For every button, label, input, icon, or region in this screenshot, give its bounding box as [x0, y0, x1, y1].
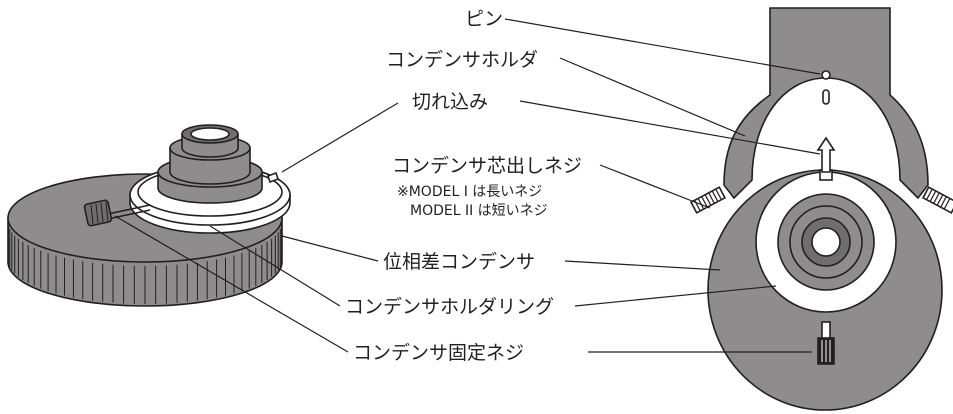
label-fixing-screw: コンデンサ固定ネジ	[353, 342, 524, 364]
label-note-model-1: ※MODEL I は長いネジ	[397, 184, 542, 200]
label-notch: 切れ込み	[412, 91, 488, 113]
up-arrow-icon	[816, 136, 836, 173]
condenser-aperture	[811, 227, 841, 257]
pin-dot	[821, 70, 831, 80]
left-spring-screw	[689, 186, 727, 214]
label-centering-screw: コンデンサ芯出しネジ	[392, 155, 582, 177]
label-holder-ring: コンデンサホルダリング	[345, 296, 554, 318]
label-condenser-holder: コンデンサホルダ	[386, 49, 538, 71]
label-phase-condenser: 位相差コンデンサ	[383, 251, 535, 273]
knurl-lines	[7, 222, 283, 304]
leader-lines	[114, 18, 821, 353]
label-note-model-2: MODEL II は短いネジ	[410, 203, 548, 219]
condenser-perspective-view	[7, 124, 291, 307]
label-pin: ピン	[465, 8, 503, 30]
bottom-fixing-screw	[817, 321, 835, 365]
condenser-top-view	[689, 7, 953, 411]
pin-slot	[822, 89, 830, 105]
left-centering-screw	[83, 199, 151, 227]
right-spring-screw	[921, 186, 953, 214]
notch-mark	[266, 171, 280, 184]
labels: ピン コンデンサホルダ 切れ込み コンデンサ芯出しネジ ※MODEL I は長い…	[345, 8, 582, 364]
condenser-body	[157, 124, 263, 204]
